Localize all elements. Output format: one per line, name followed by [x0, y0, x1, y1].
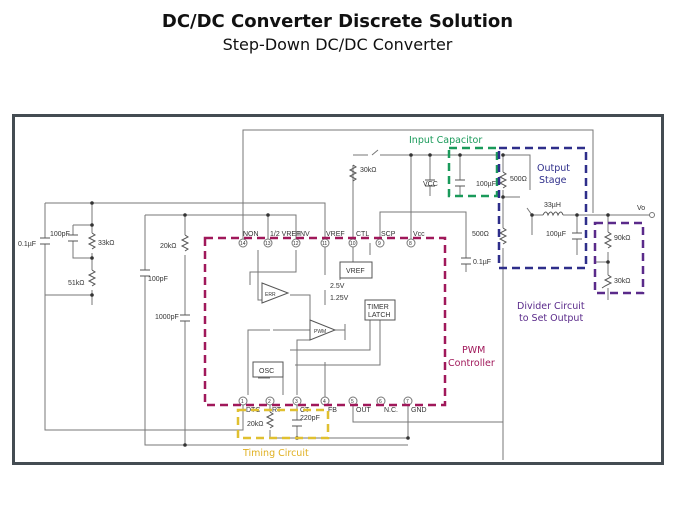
ic-blocks: VREF TIMER LATCH OSC ERR PWM	[252, 261, 396, 378]
label-components-c_100pF_b: 100pF	[148, 276, 168, 283]
label-pins_bottom-4-num: 5	[351, 399, 354, 405]
label-pins_bottom-1-num: 2	[268, 399, 271, 405]
resistor-51k	[87, 269, 97, 287]
label-pins_top-0-num: 14	[240, 241, 246, 247]
page-title: DC/DC Converter Discrete Solution	[161, 11, 514, 32]
pwm-label: PWM	[314, 329, 326, 335]
resistor-500-b	[498, 227, 508, 245]
label-components-c_1000pF: 1000pF	[155, 314, 179, 321]
resistor-90k	[603, 231, 613, 249]
resistors	[87, 164, 613, 429]
label-components-r_51k: 51kΩ	[68, 280, 85, 287]
label-pins_top-2-name: INV	[298, 231, 310, 238]
label-components-c_01uF_b: 0.1µF	[473, 259, 491, 266]
pwm-label-2: Controller	[448, 358, 495, 369]
resistor-33k	[87, 232, 97, 250]
pins-top	[238, 212, 655, 406]
label-components-r_20k_t: 20kΩ	[247, 421, 264, 428]
label-pins_bottom-3-num: 4	[323, 399, 326, 405]
label-components-v_125: 1.25V	[330, 295, 349, 302]
err-label: ERR	[265, 292, 276, 298]
timing-circuit-box	[236, 408, 330, 440]
label-components-r_90k: 90kΩ	[614, 235, 631, 242]
label-components-c_100pF_a: 100pF	[50, 231, 70, 238]
label-pins_bottom-0-num: 1	[241, 399, 244, 405]
output-stage-box	[497, 146, 588, 270]
label-components-r_20k_a: 20kΩ	[160, 243, 177, 250]
schematic-frame	[12, 114, 664, 465]
label-pins_top-4-num: 10	[350, 241, 356, 247]
resistor-500-a	[498, 171, 508, 189]
label-pins_top-4-name: CTL	[356, 231, 369, 238]
label-pins_top-1-name: 1/2 VREF	[270, 231, 300, 238]
label-pins_bottom-2-num: 3	[295, 399, 298, 405]
label-pins_top-3-name: VREF	[326, 231, 345, 238]
divider-label-1: Divider Circuit	[517, 301, 585, 312]
label-pins_bottom-5-name: N.C.	[384, 407, 398, 414]
label-components-vo: Vo	[637, 205, 645, 212]
label-components-c_220pF: 220pF	[300, 415, 320, 422]
timing-circuit-label: Timing Circuit	[242, 448, 309, 459]
osc-block: OSC	[259, 368, 274, 375]
label-components-v_25: 2.5V	[330, 283, 345, 290]
label-pins_bottom-3-name: FB	[328, 407, 337, 414]
label-pins_top-6-num: 8	[409, 241, 412, 247]
input-capacitor-label: Input Capacitor	[409, 135, 482, 146]
pwm-controller-box	[203, 236, 447, 407]
label-pins_bottom-4-name: OUT	[356, 407, 372, 414]
label-pins_bottom-5-num: 6	[379, 399, 382, 405]
input-capacitor-box	[447, 146, 499, 198]
label-components-vcc: VCC	[423, 181, 438, 188]
label-pins_top-1-num: 13	[265, 241, 271, 247]
component-labels: 0.1µF 100pF 33kΩ 51kΩ 20kΩ 100pF 1000pF …	[18, 167, 645, 428]
output-stage-label-2: Stage	[539, 175, 567, 186]
timer-block-line2: LATCH	[368, 312, 390, 319]
pin-labels: NON 1/2 VREF INV VREF CTL SCP Vcc 14 13 …	[240, 231, 427, 414]
label-components-r_500_b: 500Ω	[472, 231, 489, 238]
label-components-r_30k_a: 30kΩ	[360, 167, 377, 174]
capacitors	[40, 179, 582, 427]
label-pins_top-3-num: 11	[322, 241, 327, 247]
label-pins_top-5-num: 9	[378, 241, 381, 247]
inductor	[542, 211, 564, 217]
resistor-30k	[348, 164, 358, 182]
resistor-30k-b	[601, 274, 613, 289]
pwm-comparator	[309, 319, 337, 341]
pwm-label-1: PWM	[462, 345, 485, 356]
timer-block-line1: TIMER	[367, 304, 389, 311]
resistor-20k	[180, 234, 190, 252]
divider-circuit-box	[593, 221, 645, 295]
label-components-r_33k: 33kΩ	[98, 240, 115, 247]
label-pins_top-2-num: 12	[293, 241, 299, 247]
label-components-r_30k_b: 30kΩ	[614, 278, 631, 285]
label-pins_top-5-name: SCP	[381, 231, 396, 238]
resistor-20k-t	[265, 411, 275, 429]
label-pins_bottom-1-name: RT	[272, 407, 282, 414]
label-pins_top-0-name: NON	[243, 231, 259, 238]
label-pins_bottom-6-name: GND	[411, 407, 427, 414]
label-components-r_500_a: 500Ω	[510, 176, 527, 183]
divider-label-2: to Set Output	[519, 313, 583, 324]
label-components-c_01uF_left: 0.1µF	[18, 241, 36, 248]
wires	[44, 129, 652, 460]
label-pins_top-6-name: Vcc	[413, 231, 425, 238]
label-components-c_100uF_in: 100µF	[476, 181, 496, 188]
label-pins_bottom-6-num: 7	[406, 399, 409, 405]
vref-block: VREF	[346, 268, 365, 275]
label-components-c_100uF_out: 100µF	[546, 231, 566, 238]
err-amp	[261, 282, 290, 304]
page-subtitle: Step-Down DC/DC Converter	[222, 35, 453, 54]
label-components-l_33uH: 33µH	[544, 202, 561, 209]
output-stage-label-1: Output	[537, 163, 570, 174]
